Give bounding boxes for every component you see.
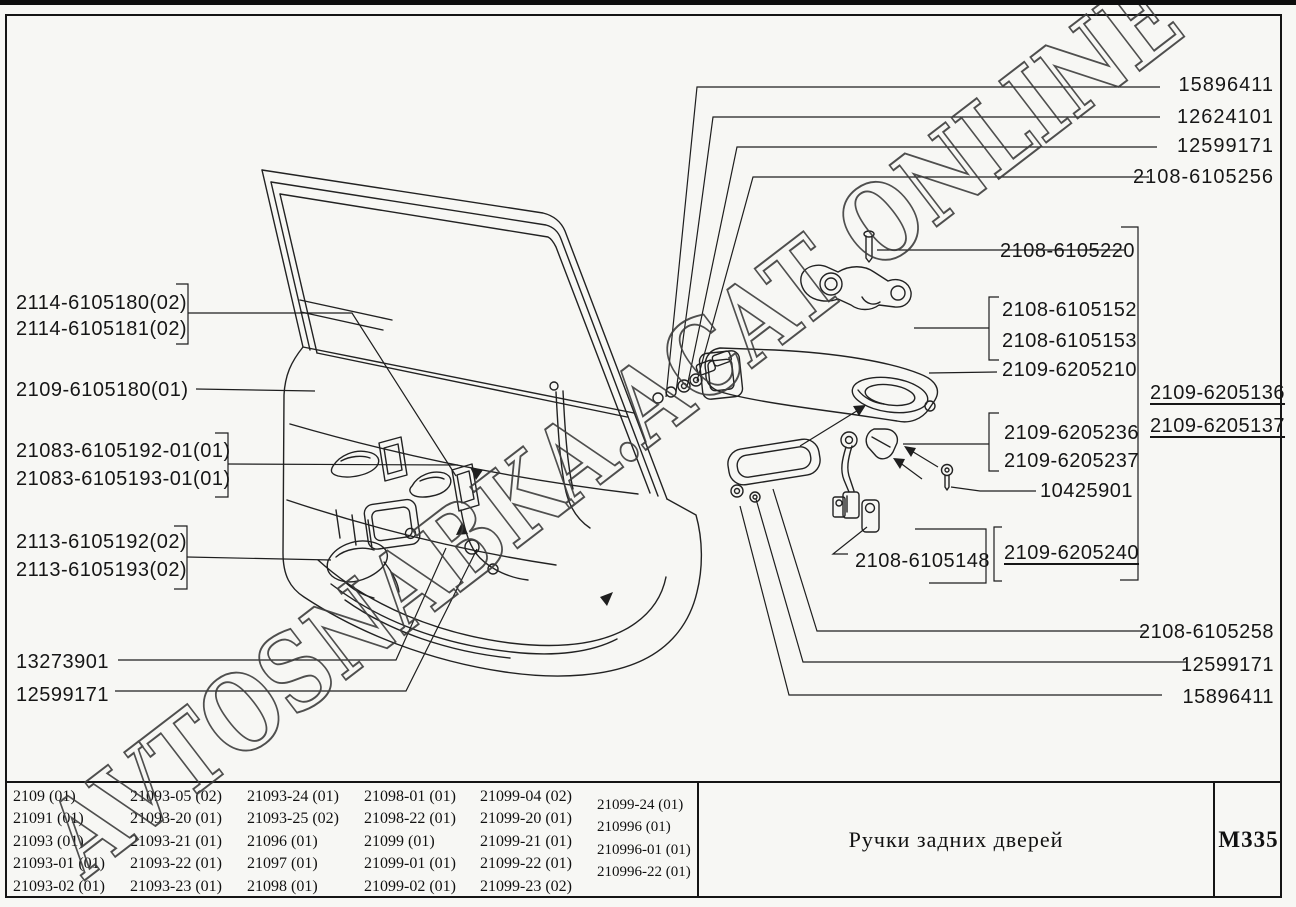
part-label: 2113-6105193(02) [16, 559, 188, 581]
model-code: 21098-22 (01) [364, 810, 456, 828]
part-label: 12599171 [16, 684, 109, 706]
model-code: 21098-01 (01) [364, 788, 456, 805]
model-code: 21099-21 (01) [480, 832, 572, 850]
model-code: 21099-02 (01) [364, 877, 456, 895]
part-label: 2109-6205236 [1004, 422, 1140, 444]
model-code: 21093-24 (01) [247, 788, 339, 805]
part-label: 2114-6105180(02) [16, 292, 188, 314]
model-code: 21091 (01) [13, 810, 84, 828]
sheet-code-cell: М335 [1213, 783, 1282, 896]
part-label: 2114-6105181(02) [16, 318, 188, 340]
model-column: 21099-04 (02) 21099-20 (01) 21099-21 (01) 2… [480, 786, 572, 898]
part-label: 10425901 [1040, 480, 1133, 502]
model-code: 21093 (01) [13, 832, 84, 850]
model-column: 21093-05 (02) 21093-20 (01) 21093-21 (01) 2… [130, 786, 222, 898]
model-code: 21093-23 (01) [130, 877, 222, 895]
part-label: 2109-6205237 [1004, 450, 1140, 472]
model-code: 210996-01 (01) [597, 841, 691, 858]
model-code: 21099-04 (02) [480, 788, 572, 805]
part-label: 2108-6105220 [1000, 240, 1136, 262]
assembly-part-label: 2109-6205136 [1150, 382, 1286, 404]
model-code: 21093-02 (01) [13, 877, 105, 895]
model-code: 21099-23 (02) [480, 877, 572, 895]
model-code: 21093-25 (02) [247, 810, 339, 828]
part-label: 12599171 [1177, 135, 1274, 157]
part-label: 2108-6105258 [1138, 621, 1274, 643]
assembly-part-label: 2109-6205137 [1150, 415, 1286, 437]
model-code: 21098 (01) [247, 877, 318, 895]
model-code: 21097 (01) [247, 855, 318, 873]
model-code: 2109 (01) [13, 788, 76, 805]
model-code: 21093-21 (01) [130, 832, 222, 850]
model-column: 21098-01 (01) 21098-22 (01) 21099 (01) 2109… [364, 786, 456, 898]
part-label: 2108-6105148 [855, 550, 991, 572]
sheet-code: М335 [1218, 826, 1279, 852]
part-label: 2108-6105152 [1002, 299, 1138, 321]
part-label: 2109-6205240 [1004, 542, 1140, 564]
model-code: 21093-22 (01) [130, 855, 222, 873]
part-label: 2108-6105153 [1002, 330, 1138, 352]
model-code: 21093-05 (02) [130, 788, 222, 805]
model-code: 21093-20 (01) [130, 810, 222, 828]
model-code: 21099 (01) [364, 832, 435, 850]
part-label: 21083-6105193-01(01) [16, 468, 231, 490]
part-label: 2113-6105192(02) [16, 531, 188, 553]
part-label: 12624101 [1177, 106, 1274, 128]
footer-table: 2109 (01) 21091 (01) 21093 (01) 21093-01 (0… [5, 781, 1282, 898]
model-code: 21099-24 (01) [597, 797, 684, 813]
model-code: 21093-01 (01) [13, 855, 105, 873]
model-code: 21099-22 (01) [480, 855, 572, 873]
model-column: 21093-24 (01) 21093-25 (02) 21096 (01) 2109… [247, 786, 339, 898]
model-code: 210996 (01) [597, 819, 671, 836]
part-label: 21083-6105192-01(01) [16, 440, 231, 462]
model-code: 21099-01 (01) [364, 855, 456, 873]
part-label: 2109-6205210 [1002, 359, 1138, 381]
model-column: 21099-24 (01) 210996 (01) 210996-01 (01) 21… [597, 794, 691, 884]
part-label: 12599171 [1181, 654, 1274, 676]
part-label: 15896411 [1178, 74, 1274, 96]
part-label: 13273901 [16, 651, 109, 673]
model-code: 21096 (01) [247, 832, 318, 850]
part-label: 2109-6105180(01) [16, 379, 189, 401]
part-label: 2108-6105256 [1132, 166, 1274, 188]
part-label: 15896411 [1182, 686, 1274, 708]
model-column: 2109 (01) 21091 (01) 21093 (01) 21093-01 (0… [13, 786, 105, 898]
model-code: 210996-22 (01) [597, 864, 691, 881]
scan-edge-bar [0, 0, 1296, 5]
sheet-title-cell: Ручки задних дверей [697, 783, 1213, 896]
model-code: 21099-20 (01) [480, 810, 572, 828]
sheet-title: Ручки задних дверей [848, 826, 1064, 852]
